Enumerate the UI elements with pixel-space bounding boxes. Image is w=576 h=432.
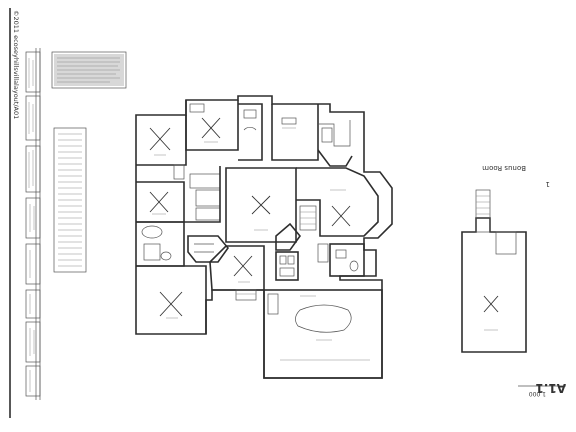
title-block-cells: [25, 51, 41, 397]
front-porch: [235, 289, 257, 301]
room-foyer: [209, 245, 265, 291]
room-bedroom-3: [185, 100, 239, 151]
bonus-room-walls: [461, 217, 527, 353]
room-stair-pantry: [275, 205, 317, 251]
stamp-text: 1.000: [529, 390, 546, 397]
room-living-room: [225, 167, 297, 243]
bonus-room-plan: Bonus Room 1: [461, 164, 550, 353]
room-dining-room: [187, 235, 230, 263]
sheet-number: A1.1: [535, 381, 566, 395]
room-laundry: [275, 251, 299, 281]
bonus-room-stair: [475, 189, 491, 233]
room-master-bedroom: [136, 265, 207, 334]
title-block-text-lines: [28, 58, 35, 392]
bonus-room-label: Bonus Room: [482, 164, 526, 172]
room-bath-left: [136, 221, 185, 267]
sheet-number-block: A1.1 1.000: [518, 381, 566, 397]
general-notes-block: [51, 51, 127, 89]
room-hall-closets: [173, 164, 221, 223]
room-bath-top: [238, 103, 263, 161]
side-strip-text: ©2011 ecoseyhillsvillalayout/A01: [12, 10, 20, 119]
title-block-strip: ©2011 ecoseyhillsvillalayout/A01: [9, 8, 41, 418]
legend-block: [53, 127, 87, 273]
room-label-marks: [152, 127, 346, 341]
room-bedroom-2: [136, 115, 187, 166]
bonus-room-number: 1: [546, 180, 550, 188]
room-family-room: [296, 167, 379, 237]
room-bedroom-4: [136, 181, 185, 223]
room-kitchen: [271, 104, 353, 167]
room-garage: [263, 289, 383, 379]
main-floor-plan: [135, 95, 393, 379]
room-half-bath: [317, 243, 365, 277]
